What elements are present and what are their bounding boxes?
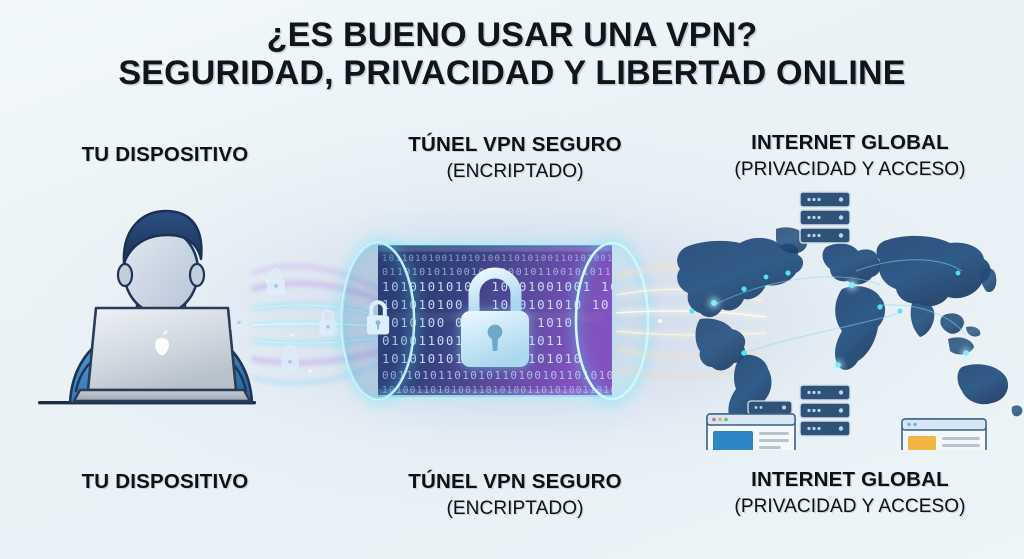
label-bottom-tunnel: TÚNEL VPN SEGURO (ENCRIPTADO): [340, 470, 690, 520]
label-top-device: TU DISPOSITIVO: [20, 143, 310, 168]
svg-text:101010100 1 1010101010 10: 101010100 1 1010101010 10: [382, 297, 610, 312]
server-rack-icon: [799, 191, 851, 244]
world-map-illustration: [677, 191, 1023, 450]
label-top-internet-sub: (PRIVACIDAD Y ACCESO): [734, 158, 966, 180]
svg-text:101001101010011010100110101001: 1010011010100110101001101010011010100: [382, 385, 638, 396]
svg-text:101101010011010100110101001101: 1011010100110101001101010011010100110: [382, 254, 627, 264]
apple-logo-icon: [155, 330, 169, 356]
page-title: ¿ES BUENO USAR UNA VPN? SEGURIDAD, PRIVA…: [0, 16, 1024, 92]
tunnel-entry-ring: [337, 238, 419, 404]
label-bottom-tunnel-main: TÚNEL VPN SEGURO: [408, 470, 622, 493]
vpn-tunnel-illustration: 1011010100110101001101010011010100110 01…: [337, 238, 679, 404]
label-bottom-internet: INTERNET GLOBAL (PRIVACIDAD Y ACCESO): [685, 468, 1015, 518]
label-bottom-device-main: TU DISPOSITIVO: [81, 470, 249, 493]
label-bottom-internet-main: INTERNET GLOBAL: [751, 468, 949, 491]
network-node-dots: [689, 270, 972, 371]
title-line-2: SEGURIDAD, PRIVACIDAD Y LIBERTAD ONLINE: [118, 54, 906, 93]
person-at-laptop-illustration: [38, 209, 256, 405]
browser-window-icon: [901, 418, 987, 450]
tunnel-padlock-icon: [461, 267, 529, 367]
svg-text:001101011010101101001011010100: 0011010110101011010010110101001101010: [382, 369, 679, 382]
label-top-tunnel-sub: (ENCRIPTADO): [446, 160, 584, 182]
label-top-internet-main: INTERNET GLOBAL: [751, 131, 949, 154]
label-bottom-tunnel-sub: (ENCRIPTADO): [446, 497, 584, 519]
entry-padlock-icon: [366, 300, 390, 335]
vpn-illustration: 1011010100110101001101010011010100110 01…: [0, 185, 1024, 450]
label-bottom-device: TU DISPOSITIVO: [20, 470, 310, 495]
browser-window-icon: [706, 413, 796, 450]
tunnel-exit-ring: [571, 238, 653, 404]
server-rack-icon: [799, 384, 851, 437]
label-top-tunnel-main: TÚNEL VPN SEGURO: [408, 133, 622, 156]
label-bottom-internet-sub: (PRIVACIDAD Y ACCESO): [734, 495, 966, 517]
svg-text:10101010101 10101001001 10: 10101010101 10101001001 10: [382, 279, 619, 294]
floating-padlock-icon: [230, 268, 337, 371]
label-top-device-main: TU DISPOSITIVO: [81, 143, 249, 166]
label-top-internet: INTERNET GLOBAL (PRIVACIDAD Y ACCESO): [685, 131, 1015, 181]
label-top-tunnel: TÚNEL VPN SEGURO (ENCRIPTADO): [340, 133, 690, 183]
title-line-1: ¿ES BUENO USAR UNA VPN?: [266, 16, 758, 54]
